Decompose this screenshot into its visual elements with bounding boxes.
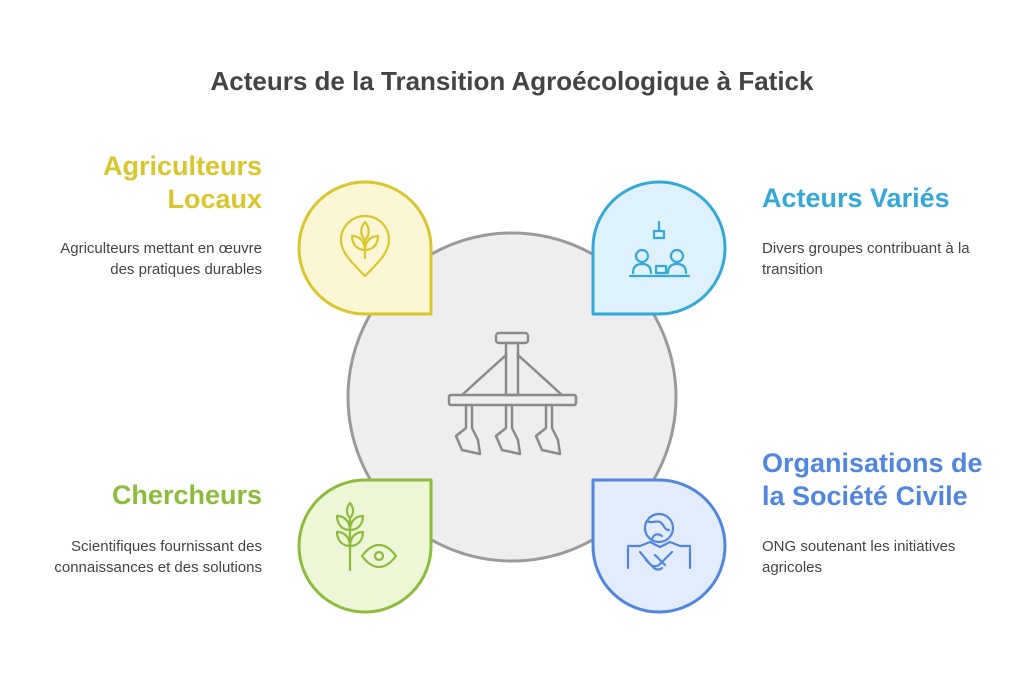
plow-icon (447, 331, 578, 456)
heading-acteurs-line-1: Acteurs Variés (762, 183, 950, 213)
desc-organisations: ONG soutenant les initiatives agricoles (762, 536, 1002, 578)
people-meeting-icon (628, 220, 691, 278)
desc-acteurs: Divers groupes contribuant à la transiti… (762, 238, 1002, 280)
heading-agriculteurs-line-1: Agriculteurs (102, 151, 262, 181)
desc-chercheurs: Scientifiques fournissant des connaissan… (12, 536, 262, 578)
page-title: Acteurs de la Transition Agroécologique … (210, 66, 814, 96)
heading-agriculteurs-line-2: Locaux (167, 184, 262, 214)
desc-agriculteurs: Agriculteurs mettant en œuvre des pratiq… (12, 238, 262, 280)
desc-organisations-line-2: agricoles (762, 559, 823, 576)
desc-organisations-line-1: ONG soutenant les initiatives (762, 538, 956, 555)
heading-agriculteurs: Agriculteurs Locaux (32, 150, 262, 216)
heading-organisations: Organisations de la Société Civile (762, 447, 1002, 513)
desc-chercheurs-line-2: connaissances et des solutions (54, 559, 262, 576)
seedling-location-icon (339, 214, 391, 278)
heading-acteurs: Acteurs Variés (762, 182, 1002, 215)
plant-eye-icon (335, 501, 398, 572)
desc-acteurs-line-2: transition (762, 261, 823, 278)
heading-chercheurs: Chercheurs (32, 479, 262, 512)
globe-handshake-icon (626, 512, 692, 571)
desc-chercheurs-line-1: Scientifiques fournissant des (71, 538, 262, 555)
desc-agriculteurs-line-2: des pratiques durables (110, 261, 262, 278)
petal-chercheurs (297, 478, 433, 614)
desc-agriculteurs-line-1: Agriculteurs mettant en œuvre (60, 240, 262, 257)
heading-organisations-line-1: Organisations de (762, 448, 983, 478)
heading-organisations-line-2: la Société Civile (762, 481, 968, 511)
heading-chercheurs-line-1: Chercheurs (111, 480, 262, 510)
desc-acteurs-line-1: Divers groupes contribuant à la (762, 240, 970, 257)
petal-acteurs (591, 180, 727, 316)
